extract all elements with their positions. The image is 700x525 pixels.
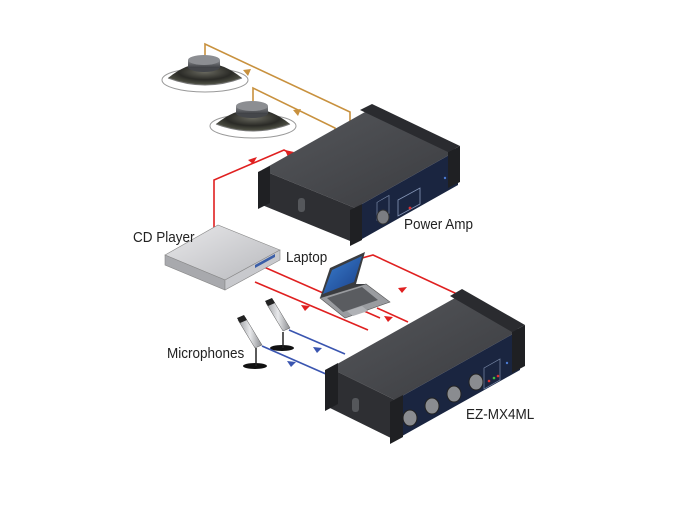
label-power-amp: Power Amp — [404, 216, 474, 233]
mic-signal-lines — [261, 329, 346, 379]
cd-player — [164, 224, 281, 291]
mixer-meter-panel — [483, 358, 501, 390]
power-amp — [258, 104, 460, 246]
speaker-1 — [161, 55, 249, 93]
mixer-knobs — [402, 373, 484, 427]
knob-4[interactable] — [468, 373, 484, 391]
arrow-icon — [248, 157, 257, 164]
microphone-1 — [237, 315, 267, 369]
knob-1[interactable] — [402, 409, 418, 427]
knob-3[interactable] — [446, 385, 462, 403]
label-microphones: Microphones — [167, 345, 245, 362]
arrow-icon — [285, 150, 294, 157]
mixer — [325, 289, 525, 444]
arrow-up-icon — [293, 109, 301, 116]
arrow-icon — [287, 361, 296, 367]
knob-2[interactable] — [424, 397, 440, 415]
microphone-2 — [265, 298, 294, 351]
arrow-icon — [398, 287, 407, 293]
arrow-icon — [301, 305, 310, 311]
line-signal-mixer-to-amp — [213, 149, 381, 319]
label-cd-player: CD Player — [133, 229, 195, 246]
label-mixer: EZ-MX4ML — [466, 406, 535, 423]
speaker-wire-1 — [204, 42, 351, 128]
line-signal-cd-to-mixer — [254, 281, 369, 331]
arrow-icon — [313, 347, 322, 353]
arrow-icon — [384, 316, 393, 322]
label-laptop: Laptop — [286, 249, 328, 266]
power-amp-knob — [376, 209, 390, 225]
laptop — [319, 252, 391, 319]
speaker-2 — [209, 101, 297, 139]
arrow-up-icon — [243, 69, 251, 76]
